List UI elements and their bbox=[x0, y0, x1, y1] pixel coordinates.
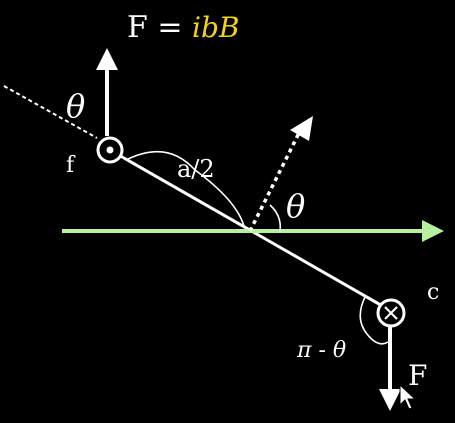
corner-c-label: c bbox=[427, 280, 439, 305]
force-arrow-down-head bbox=[379, 389, 401, 411]
force-bottom-label: F bbox=[408, 359, 427, 392]
half-length-arc bbox=[127, 150, 245, 227]
current-in-cross-b bbox=[384, 306, 398, 320]
normal-vector-arrowhead bbox=[290, 116, 313, 141]
pi-minus-theta-arc bbox=[359, 294, 389, 345]
theta-center-arc bbox=[269, 204, 282, 232]
half-length-label: a/2 bbox=[177, 155, 215, 183]
horizontal-axis-arrowhead bbox=[422, 220, 444, 242]
normal-vector-dotted-line bbox=[248, 130, 302, 232]
dashed-extension-line bbox=[3, 85, 98, 139]
theta-top-label: θ bbox=[66, 87, 85, 125]
force-arrow-up-head bbox=[96, 48, 118, 70]
pi-minus-theta-label: π - θ bbox=[296, 338, 346, 363]
corner-f-label: f bbox=[66, 153, 76, 178]
formula-lhs: F = bbox=[127, 10, 183, 45]
formula-rhs: ibB bbox=[192, 11, 239, 44]
mouse-cursor-icon bbox=[399, 383, 417, 410]
theta-center-label: θ bbox=[286, 187, 305, 225]
current-out-dot bbox=[106, 146, 114, 154]
